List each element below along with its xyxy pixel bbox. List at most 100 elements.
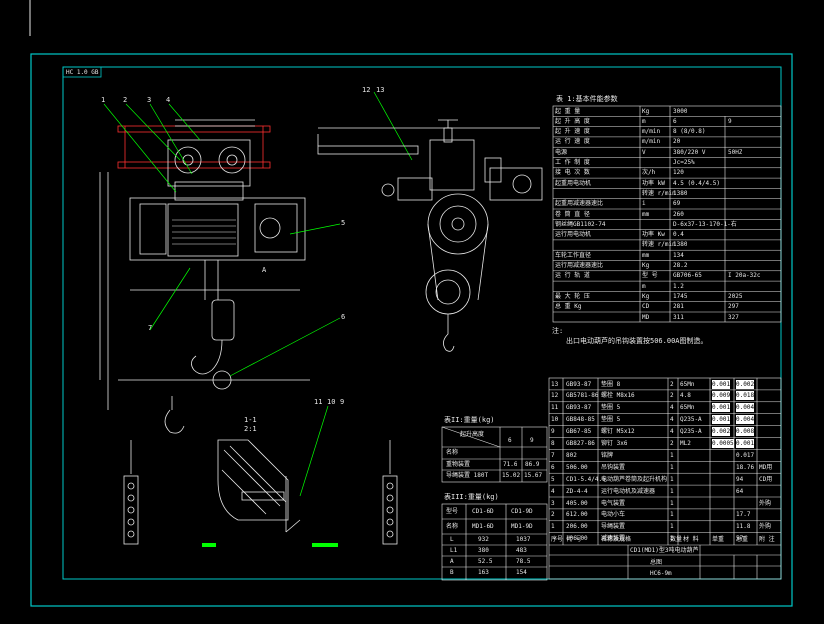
- bom-cell-7-1: 506.00: [566, 463, 588, 471]
- callout-3: 3: [147, 96, 152, 104]
- bom-side-note-1: CD用: [759, 475, 773, 483]
- params-cell-16-3: I 20a-32c: [728, 272, 761, 280]
- detail-section: [217, 439, 301, 533]
- params-cell-5-0: 工 作 制 度: [555, 159, 590, 166]
- wt2-row2-1: 15.02: [502, 472, 521, 479]
- wt2-row2-2: 15.67: [524, 472, 543, 479]
- bom-cell-3-4: Q235-A: [680, 416, 702, 424]
- bom-cell-5-0: 8: [551, 440, 555, 447]
- params-cell-16-2: GB706-65: [673, 272, 702, 280]
- section-mark-a: A: [262, 266, 267, 274]
- params-cell-3-1: m/min: [642, 138, 661, 146]
- callout-9: 9: [340, 398, 345, 406]
- wt3-row1-1: 380: [478, 547, 489, 554]
- params-cell-10-0: 卷 筒 直 径: [555, 210, 590, 218]
- wt3-row3-2: 154: [516, 569, 527, 576]
- bom-cell-11-1: 612.00: [566, 511, 588, 519]
- bom-cell-11-3: 1: [670, 511, 674, 519]
- bom-cell-12-3: 1: [670, 523, 674, 531]
- bom-rows: [549, 389, 781, 533]
- wt2-row1-2: 86.9: [525, 461, 540, 468]
- drawing-title: CD1(MD1)型3吨电动葫芦: [630, 547, 699, 554]
- params-cell-11-2: D-6x37-13-170-1-右: [673, 220, 737, 228]
- callout-1: 1: [101, 96, 106, 104]
- params-cell-0-2: 3000: [673, 107, 688, 115]
- wt3-row0-1: 932: [478, 536, 489, 543]
- bom-cell-9-6: 64: [736, 487, 744, 495]
- notes-text: 出口电动葫芦的吊钩装置按506.00A图制造。: [566, 337, 708, 345]
- bom-cell-8-6: 94: [736, 475, 744, 483]
- bom-footer-1: 代 号: [566, 536, 582, 543]
- bom-cell-3-5: 0.001: [712, 415, 731, 425]
- table3-title: 表III:重量(kg): [444, 493, 499, 501]
- bom-footer-6: 总重: [736, 536, 749, 543]
- callout-6: 6: [341, 313, 346, 321]
- params-cell-7-1: 功率 kW: [642, 179, 665, 187]
- bom-side-note-0: MD用: [759, 463, 773, 471]
- params-cell-1-2: 6: [673, 117, 677, 125]
- callout-4: 4: [166, 96, 171, 104]
- params-cell-3-0: 运 行 速 度: [555, 138, 590, 146]
- wt3-row1-2: 483: [516, 547, 527, 554]
- bom-cell-4-2: 螺钉 M5x12: [601, 428, 635, 436]
- params-cell-6-0: 接 电 次 数: [555, 169, 590, 177]
- params-cell-6-1: 次/h: [642, 169, 656, 177]
- bom-cell-5-3: 2: [670, 440, 674, 447]
- bom-cell-13-3: 1: [670, 535, 674, 543]
- mark-green-1: [202, 543, 216, 547]
- params-cell-0-1: Kg: [642, 107, 650, 115]
- bom-cell-2-6: 0.004: [736, 403, 755, 413]
- bom-cell-0-3: 2: [670, 380, 674, 388]
- params-cell-7-2: 4.5 (0.4/4.5): [673, 179, 720, 187]
- params-cell-12-2: 0.4: [673, 231, 684, 239]
- params-cell-12-0: 运行用电动机: [555, 231, 592, 239]
- bom-cell-7-6: 18.76: [736, 463, 755, 471]
- bom-cell-12-6: 11.8: [736, 523, 751, 531]
- corner-tag: HC 1.0 GB: [66, 69, 99, 76]
- bom-cell-1-6: 0.018: [736, 391, 755, 401]
- assembly-label: 总图: [650, 559, 663, 566]
- bom-cell-10-0: 3: [551, 499, 555, 507]
- bom-cell-2-3: 4: [670, 404, 674, 412]
- callout-12: 12: [362, 86, 371, 94]
- bom-cell-8-3: 1: [670, 475, 674, 483]
- bom-cell-6-2: 铭牌: [601, 451, 614, 459]
- bom-side-note-3: 外购: [759, 499, 772, 507]
- bom-cell-5-2: 铆钉 3x6: [601, 440, 628, 447]
- callout-13: 13: [376, 86, 385, 94]
- bom-cell-7-2: 吊钩装置: [601, 463, 626, 471]
- bom-cell-11-6: 17.7: [736, 511, 751, 519]
- params-cell-19-2: 281: [673, 303, 684, 311]
- params-table-grid: [552, 105, 782, 323]
- bom-cell-0-1: GB93-87: [566, 380, 592, 388]
- bom-cell-3-2: 垫圈 5: [601, 416, 621, 424]
- wt2-row1-0: 重物装置: [446, 461, 471, 468]
- section-mark-1: 1-1: [244, 416, 257, 424]
- params-cell-17-1: m: [642, 282, 646, 290]
- bom-cell-4-3: 4: [670, 428, 674, 436]
- callout-11: 11: [314, 398, 323, 406]
- callout-7: 7: [148, 324, 153, 332]
- params-cell-15-0: 运行用减速器速比: [555, 262, 604, 269]
- params-cell-9-2: 69: [673, 200, 681, 208]
- bom-cell-3-1: GB848-85: [566, 416, 595, 424]
- wt2-row2-0: 导绳装置 180T: [446, 472, 489, 479]
- params-cell-14-2: 134: [673, 251, 684, 259]
- bom-footer-3: 数量: [670, 536, 683, 543]
- notes-label: 注:: [552, 327, 564, 335]
- bom-cell-0-4: 65Mn: [680, 380, 695, 388]
- bom-cell-10-2: 电气装置: [601, 499, 626, 507]
- params-cell-15-2: 28.2: [673, 262, 688, 269]
- wt2-row0-0: 名称: [446, 449, 459, 456]
- params-cell-1-1: m: [642, 117, 646, 125]
- params-cell-1-3: 9: [728, 117, 732, 125]
- params-cell-9-1: i: [642, 200, 646, 208]
- bom-cell-1-0: 12: [551, 392, 559, 400]
- params-cell-14-1: mm: [642, 251, 650, 259]
- bom-cell-5-1: GB827-86: [566, 440, 595, 447]
- wt3-sub-0: 名称: [446, 523, 459, 530]
- bom-cell-13-1: 106.00: [566, 535, 588, 543]
- params-cell-2-1: m/min: [642, 128, 661, 136]
- params-cell-7-0: 起重用电动机: [555, 179, 592, 187]
